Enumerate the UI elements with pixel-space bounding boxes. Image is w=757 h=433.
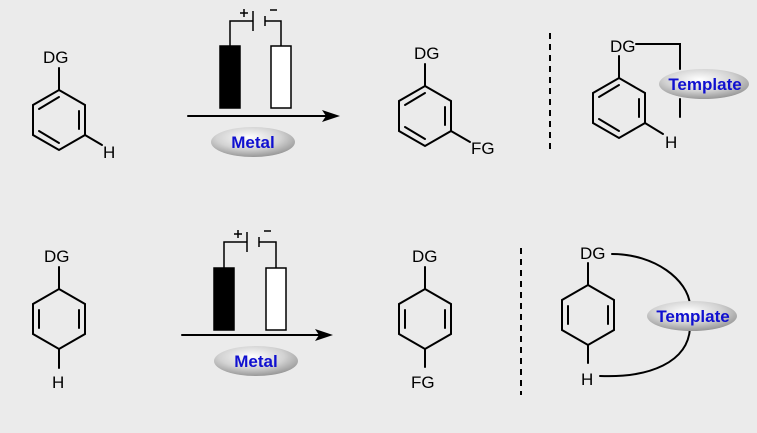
row1-metal-label: Metal: [231, 133, 274, 152]
row2-product-dg: DG: [412, 247, 438, 266]
row1-substrate-dg: DG: [43, 48, 69, 67]
row2-substrate-h: H: [52, 373, 64, 392]
row1-cathode: [270, 45, 292, 109]
row1-metal-pill: [211, 127, 295, 157]
row2-cathode: [265, 267, 287, 331]
row1-reaction: Metal: [187, 9, 340, 157]
row1-template-h: H: [665, 133, 677, 152]
row2-template-h: H: [581, 370, 593, 389]
row2-anode: [213, 267, 235, 331]
row1-template-pill: [659, 69, 749, 99]
row1-electrolysis-cell-icon: [219, 9, 292, 109]
row2-template-label: Template: [656, 307, 729, 326]
row2-template-complex: DG H Template: [561, 244, 737, 389]
row1-anode: [219, 45, 241, 109]
row1-template-dg: DG: [610, 37, 636, 56]
row2-metal-pill: [214, 346, 298, 376]
row2-template-pill: [647, 301, 737, 331]
row2-arrow-head-icon: [315, 329, 333, 341]
row1-arrow-head-icon: [322, 110, 340, 122]
row2-reaction: Metal: [181, 230, 333, 376]
row1-substrate: DG H: [32, 48, 115, 162]
row2-electrolysis-cell-icon: [213, 230, 287, 331]
row2-product-fg: FG: [411, 373, 435, 392]
row1-template-complex: DG H Template: [592, 37, 749, 152]
row2-metal-label: Metal: [234, 352, 277, 371]
row2-substrate-dg: DG: [44, 247, 70, 266]
row2-substrate: DG H: [32, 247, 86, 392]
row1-product: DG FG: [398, 44, 495, 158]
row2-template-dg: DG: [580, 244, 606, 263]
row2-product: DG FG: [398, 247, 452, 392]
row1-product-fg: FG: [471, 139, 495, 158]
row1-product-dg: DG: [414, 44, 440, 63]
row1-template-label: Template: [668, 75, 741, 94]
row1-substrate-h: H: [103, 143, 115, 162]
